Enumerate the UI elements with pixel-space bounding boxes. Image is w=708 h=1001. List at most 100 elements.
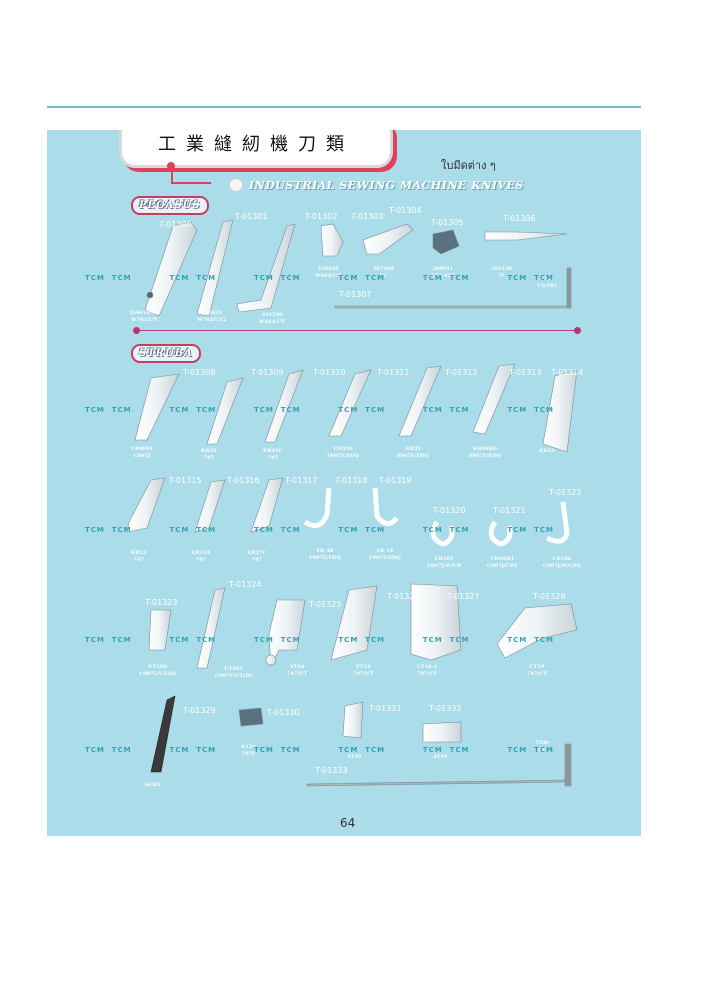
model-label: KR35 F007E/FDQ (397, 446, 429, 459)
code-label: T-01301 (235, 212, 268, 221)
catalog-page: 工業縫紉機刀類 ใบมีดต่าง ๆ INDUSTRIAL SEWING MA… (47, 130, 641, 836)
knife-t01312 (398, 365, 442, 437)
watermark-row: TCM TCM TCM TCM TCM TCM TCM TCM TCM TCM … (85, 406, 554, 414)
code-label: T-01309 (251, 368, 284, 377)
code-label: T-01333 (315, 766, 348, 775)
knife-t01307 (334, 305, 568, 309)
code-label: T-01313 (509, 368, 542, 377)
watermark-row: TCM TCM TCM TCM TCM TCM TCM TCM TCM TCM … (85, 636, 554, 644)
code-label: T-01324 (229, 580, 262, 589)
model-label: 350624 W762/UT2 (197, 310, 227, 323)
knife-t01323 (148, 609, 172, 651)
code-label: T-01310 (313, 368, 346, 377)
page-title: 工業縫紉機刀類 (158, 134, 354, 155)
knife-t01330 (238, 707, 264, 727)
model-label: FDQ30 F007E/FDQ (327, 446, 359, 459)
model-label: 207308 ?? (373, 266, 394, 279)
code-label: T-01312 (445, 368, 478, 377)
model-label: KR35 747 (201, 448, 217, 461)
page-title-box: 工業縫紉機刀類 (119, 130, 393, 168)
code-label: T-01320 (433, 506, 466, 515)
knife-t01325 (268, 599, 306, 668)
model-label: 208951 E32-426 (431, 266, 455, 279)
model-label: KR23A 747 (191, 550, 211, 563)
code-label: T-01306 (503, 214, 536, 223)
watermark-row: TCM TCM TCM TCM TCM TCM TCM TCM TCM TCM … (85, 526, 554, 534)
code-label: T-01329 (183, 706, 216, 715)
bullet-icon (229, 178, 243, 192)
knife-t01318 (303, 487, 332, 529)
title-connector-dot (167, 162, 175, 170)
title-connector-horizontal (171, 182, 211, 184)
english-subtitle-row: INDUSTRIAL SEWING MACHINE KNIVES (229, 178, 524, 192)
model-label: FK 48 F007E/FDQ (309, 548, 341, 561)
model-label: 7530 8E (535, 740, 549, 753)
knife-t01329 (150, 695, 176, 773)
model-label: 201138 ?? (491, 266, 512, 279)
model-label: KR23 747 (131, 550, 147, 563)
knife-illustrations (126, 219, 578, 787)
code-label: T-01303 (351, 212, 384, 221)
knife-t01333 (306, 779, 568, 787)
code-label: T-01316 (227, 476, 260, 485)
knife-t01324 (196, 587, 226, 669)
knife-t01311 (328, 369, 372, 437)
knife-t01315 (126, 477, 166, 533)
code-label: T-01322 (549, 488, 582, 497)
knife-t01326 (330, 585, 378, 661)
knife-t01328 (496, 603, 578, 659)
code-label: T-01330 (267, 708, 300, 717)
knife-t01303 (320, 223, 344, 257)
code-label: T-01323 (145, 598, 178, 607)
title-connector (171, 164, 173, 182)
model-label: CR106 C007J/W/CRX (543, 556, 582, 569)
thai-subtitle: ใบมีดต่าง ๆ (441, 159, 496, 172)
code-label: T-01304 (389, 206, 422, 215)
english-subtitle: INDUSTRIAL SEWING MACHINE KNIVES (249, 178, 524, 192)
code-label: T-01307 (339, 290, 372, 299)
model-label: VT34 747/UT (353, 664, 374, 677)
model-label: 5351 13(TK) (537, 276, 557, 289)
knife-t01302 (236, 223, 296, 313)
knife-t01333-handle (564, 743, 572, 787)
brand-pegasus: PEGASUS (131, 196, 209, 215)
knife-t01320 (430, 520, 455, 547)
code-label: T-01321 (493, 506, 526, 515)
knife-t01317 (250, 477, 284, 533)
model-label: 350612-91 W762/UT (129, 310, 159, 323)
brand-struba: STRUBA (131, 344, 201, 363)
top-rule (47, 106, 641, 108)
knife-t01313 (472, 363, 516, 435)
knife-t01310 (264, 369, 304, 443)
code-label: T-01326 (387, 592, 420, 601)
model-label: AT10 (347, 754, 362, 760)
code-label: T-01314 (551, 368, 584, 377)
code-label: T-01308 (183, 368, 216, 377)
knife-t01321 (488, 520, 513, 547)
model-label: UT102 C007E/UT(B) (215, 666, 253, 679)
model-label: KR53 (539, 448, 555, 454)
code-label: T-01311 (377, 368, 410, 377)
code-label: T-01318 (335, 476, 368, 485)
knife-t01300 (144, 221, 198, 317)
model-label: KC85 (145, 782, 161, 788)
knife-t01305 (432, 229, 460, 255)
model-label: KR27C 747 (247, 550, 267, 563)
model-label: VT10 747/UT (287, 664, 308, 677)
code-label: T-01328 (533, 592, 566, 601)
model-label: UT100 C007E/UT(B) (139, 664, 177, 677)
model-label: KR40BD F007E/FDQ (469, 446, 501, 459)
knife-t01304 (362, 223, 414, 255)
code-label: T-01327 (447, 592, 480, 601)
knife-t01309 (206, 377, 244, 445)
knife-t01332 (422, 721, 462, 743)
code-label: T-01332 (429, 704, 462, 713)
code-label: T-01319 (379, 476, 412, 485)
model-label: CR84/81 C007J/CRX (487, 556, 518, 569)
watermark-row: TCM TCM TCM TCM TCM TCM TCM TCM TCM TCM … (85, 274, 554, 282)
knife-t01322 (545, 501, 570, 544)
knife-t01319 (372, 487, 399, 526)
code-label: T-01302 (305, 212, 338, 221)
model-label: CR105 C007J/W/CR (427, 556, 462, 569)
model-label: CT10-1 747/CT (417, 664, 438, 677)
